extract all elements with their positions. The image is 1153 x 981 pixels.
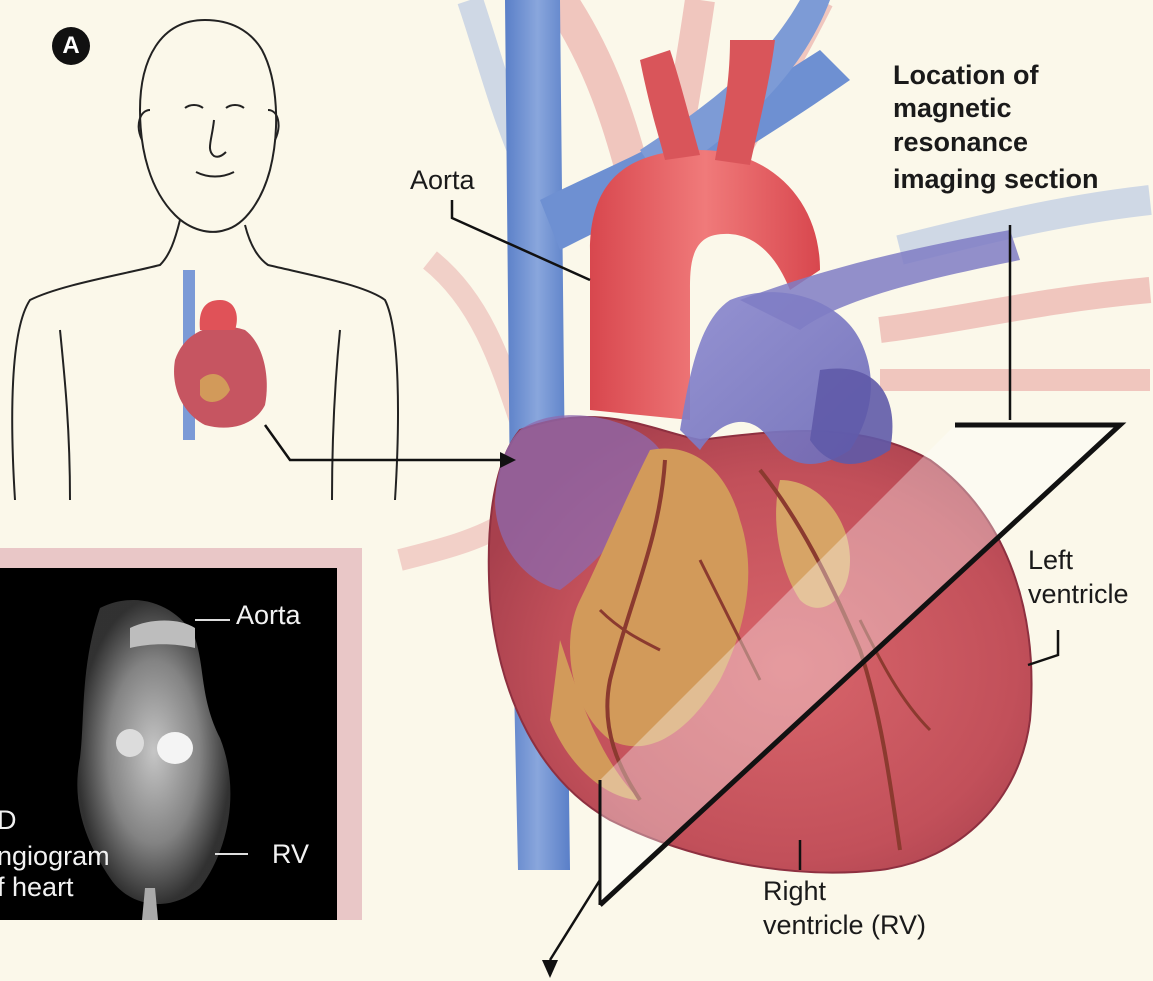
left-ventricle-label-line2: ventricle: [1028, 579, 1129, 610]
mri-section-label-line1: Location of: [893, 60, 1038, 91]
inset-caption-line3: of heart: [0, 873, 74, 902]
right-ventricle-label-line2: ventricle (RV): [763, 910, 926, 941]
inset-caption-line2: angiogram: [0, 842, 110, 871]
mri-section-label-line3: resonance: [893, 127, 1028, 158]
body-figure: [12, 20, 398, 500]
inset-aorta-label: Aorta: [236, 601, 301, 630]
inset-caption-line1: 3D: [0, 806, 17, 835]
aorta-label: Aorta: [410, 165, 475, 196]
left-ventricle-label-line1: Left: [1028, 545, 1073, 576]
arrow-head: [542, 960, 558, 978]
inset-rv-label: RV: [272, 840, 309, 869]
small-heart-figure: [174, 270, 267, 440]
panel-label-badge: A: [52, 27, 90, 65]
right-ventricle-label-line1: Right: [763, 876, 826, 907]
mri-section-label-line2: magnetic: [893, 93, 1012, 124]
mri-section-label-line4: imaging section: [893, 164, 1099, 195]
